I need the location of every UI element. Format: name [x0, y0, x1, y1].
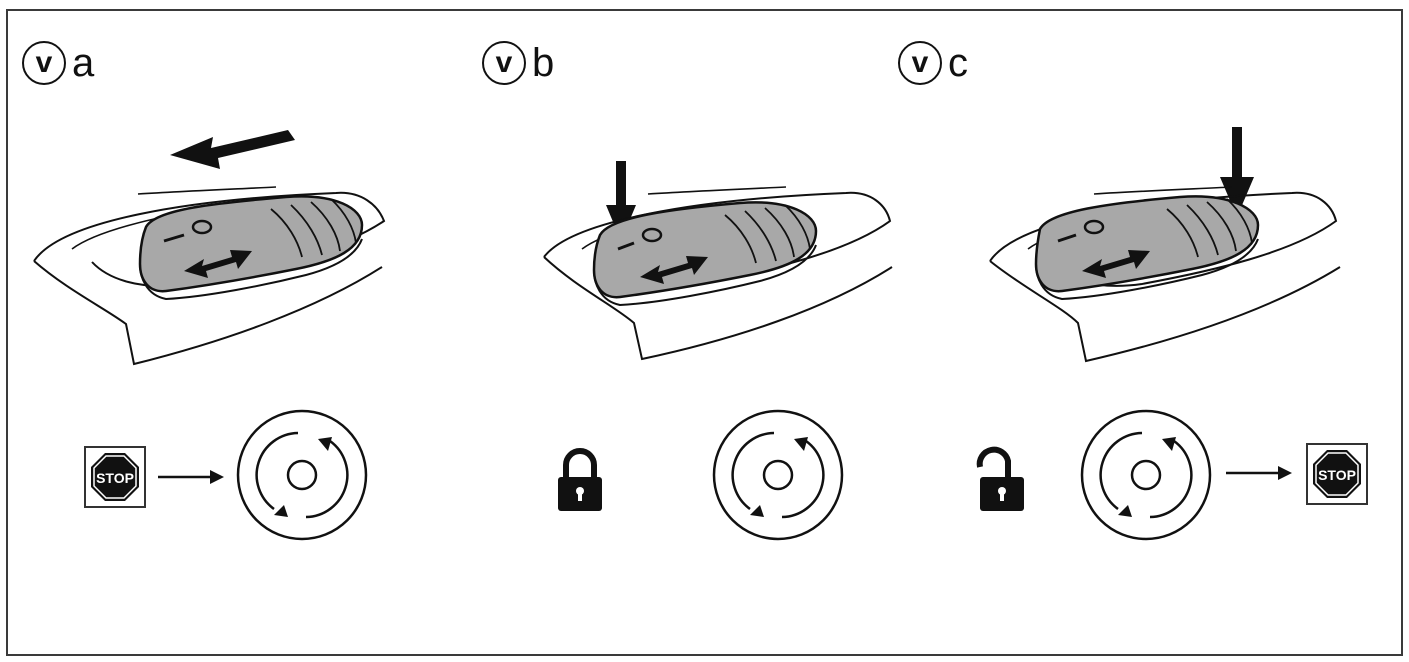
slide-arrow-icon	[170, 130, 295, 169]
switch-cap	[138, 195, 364, 293]
stop-sign-icon: STOP	[1306, 443, 1368, 505]
rotation-dial-icon	[236, 409, 368, 541]
rotation-dial-icon	[1080, 409, 1212, 541]
switch-cap	[1034, 195, 1260, 293]
stop-sign-text: STOP	[1318, 467, 1356, 483]
v-mode-icon: v	[482, 41, 526, 85]
v-mode-icon: v	[22, 41, 66, 85]
panel-b: v b	[466, 9, 926, 656]
panel-label-c: c	[948, 41, 968, 85]
v-mode-symbol: v	[495, 46, 513, 79]
double-arrow-icon	[1082, 250, 1150, 278]
double-arrow-icon	[640, 256, 708, 284]
panel-c: v c	[882, 9, 1368, 656]
v-mode-symbol: v	[35, 46, 53, 79]
switch-illustration-b	[543, 161, 893, 541]
panel-a: v a	[6, 9, 466, 656]
padlock-unlocked-icon	[976, 446, 1024, 511]
v-mode-symbol: v	[911, 46, 929, 79]
switch-illustration-a	[33, 130, 386, 541]
stop-sign-icon: STOP	[84, 446, 146, 508]
padlock-locked-icon	[558, 448, 602, 511]
panel-label-a: a	[72, 41, 95, 85]
rotation-dial-icon	[712, 409, 844, 541]
v-mode-icon: v	[898, 41, 942, 85]
stop-sign-text: STOP	[96, 470, 134, 486]
switch-illustration-c	[976, 127, 1341, 541]
panel-label-b: b	[532, 41, 555, 85]
double-arrow-icon	[184, 250, 252, 278]
